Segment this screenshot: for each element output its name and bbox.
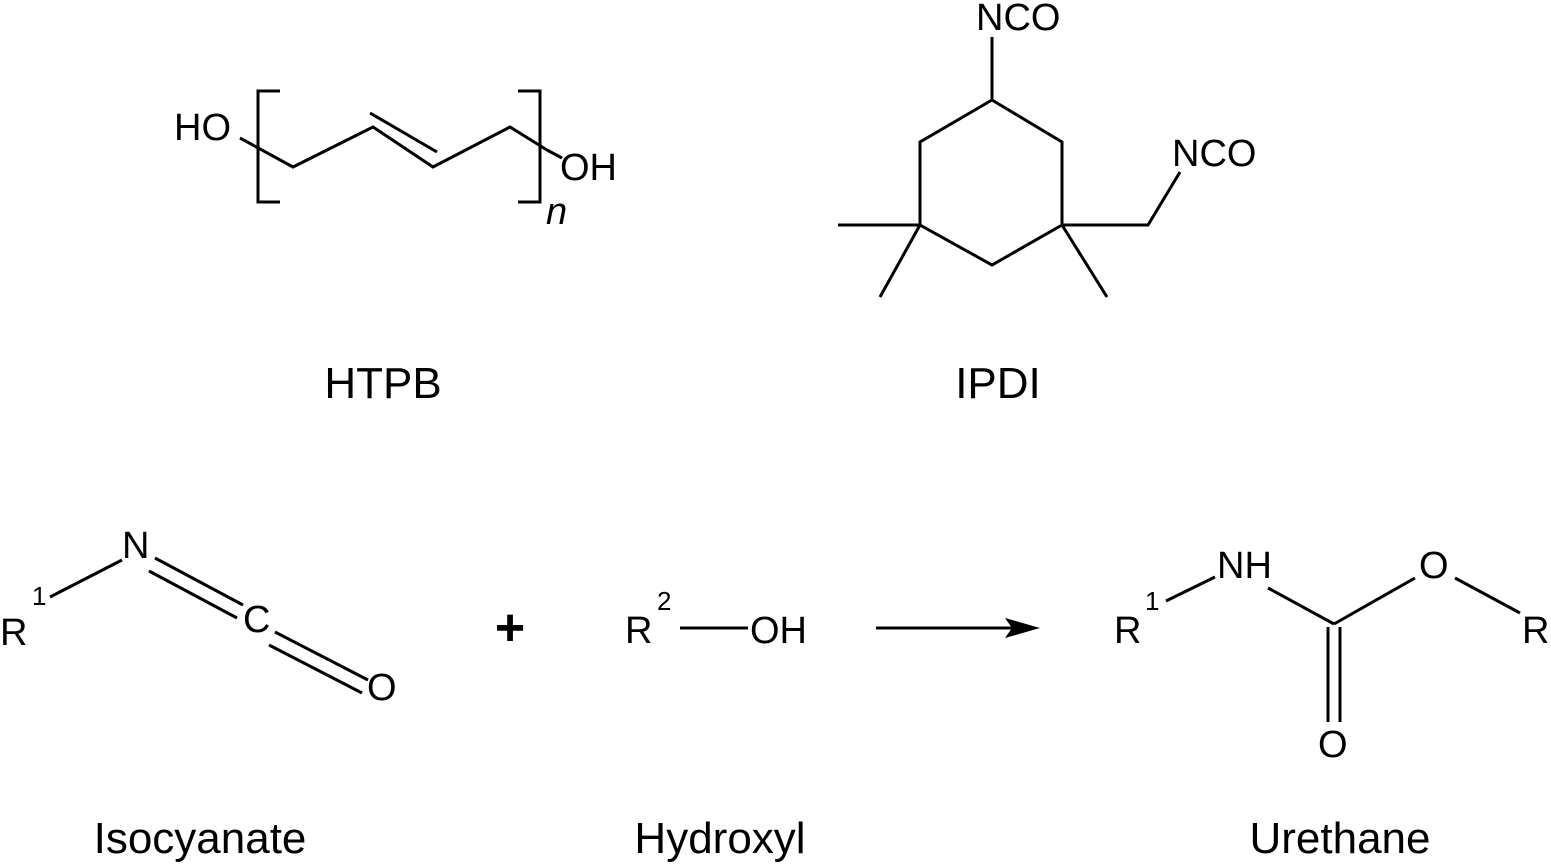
hydroxyl-structure: R 2 OH Hydroxyl [625,586,807,863]
htpb-oh-bond [546,148,563,160]
bond [49,558,123,599]
ipdi-nco-top: NCO [976,0,1060,39]
ipdi-ring [918,98,1064,267]
isocyanate-structure: R 1 N C O Isocyanate [0,525,397,863]
ipdi-nco-right: NCO [1172,133,1256,175]
isocyanate-n: N [122,525,149,567]
isocyanate-o: O [367,667,397,709]
htpb-structure: HO OH n HTPB [174,89,617,408]
urethane-o-carbonyl: O [1318,724,1348,766]
urethane-r1: R [1114,610,1141,652]
ipdi-label: IPDI [955,359,1041,408]
isocyanate-r-sup: 1 [32,581,46,611]
bond [1267,586,1335,626]
plus-sign: + [495,599,525,657]
htpb-n-subscript: n [546,191,567,233]
htpb-ho: HO [174,107,231,149]
ipdi-structure: NCO NCO IPDI [838,0,1256,408]
bond [148,569,238,620]
urethane-nh: NH [1217,545,1272,587]
ipdi-methyl [1060,224,1109,298]
htpb-oh: OH [560,147,617,189]
ipdi-ch2-bond [1062,171,1182,227]
htpb-double-bond [369,111,438,154]
isocyanate-r: R [0,612,27,654]
urethane-r1-sup: 1 [1145,586,1159,616]
reaction-arrow [876,618,1040,638]
bond [1165,575,1216,603]
ipdi-methyl [878,224,922,298]
hydroxyl-r-sup: 2 [657,586,671,616]
urethane-structure: R 1 NH O R O Urethane [1114,545,1549,863]
bond [274,630,369,682]
hydroxyl-label: Hydroxyl [634,814,805,863]
urethane-r2: R [1522,610,1549,652]
htpb-left-bracket [256,89,280,204]
bond [1333,576,1416,626]
htpb-right-bracket [518,89,542,204]
isocyanate-label: Isocyanate [94,814,307,863]
hydroxyl-r: R [625,610,652,652]
htpb-chain [239,125,548,169]
urethane-o-ester: O [1419,545,1449,587]
urethane-label: Urethane [1249,814,1430,863]
bond [268,643,363,695]
isocyanate-c: C [243,599,270,641]
htpb-label: HTPB [324,359,441,408]
bond [154,556,244,607]
bond [1454,576,1521,615]
hydroxyl-oh: OH [750,610,807,652]
